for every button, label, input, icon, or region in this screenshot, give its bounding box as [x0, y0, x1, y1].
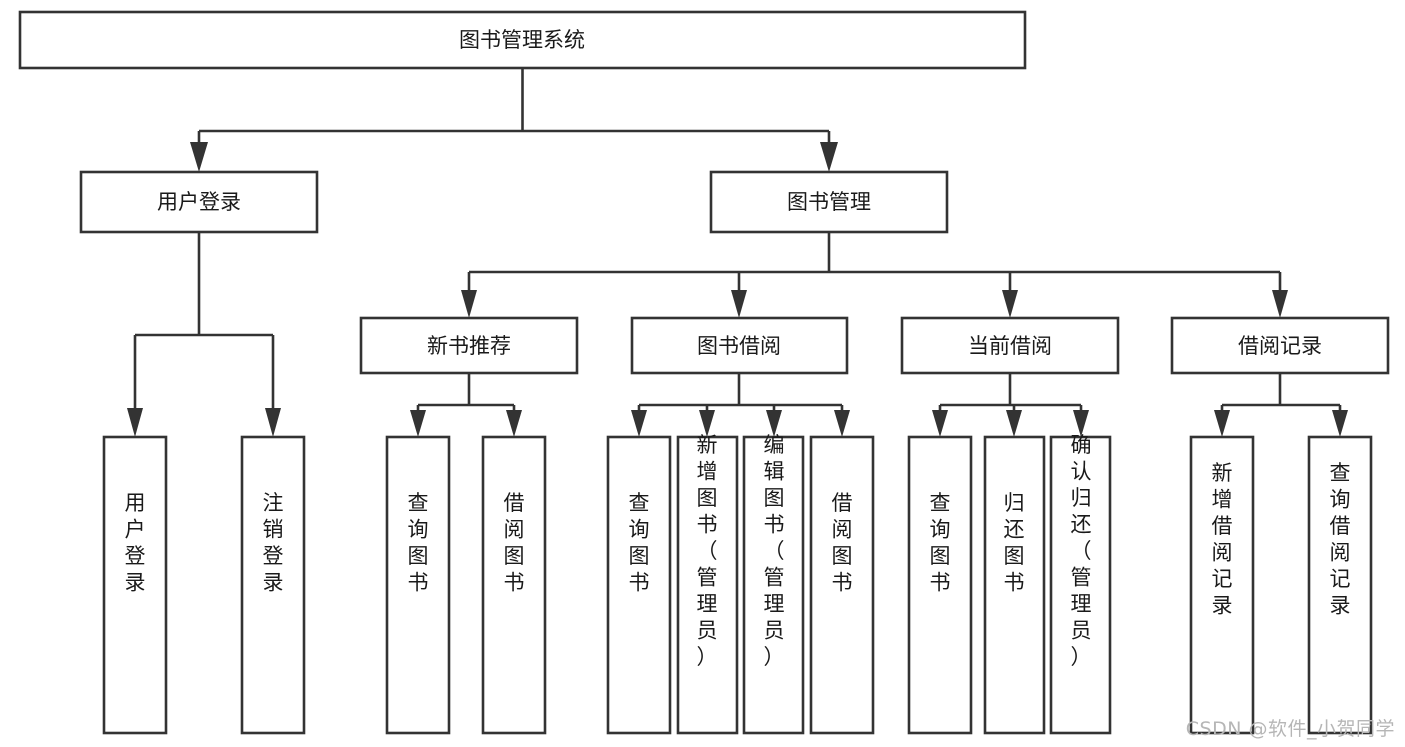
node-user-login[interactable]: 用户登录	[79, 170, 319, 234]
connector-group-book-borrow	[631, 373, 850, 437]
node-leaf-cb-return-book-label: 归还图书	[1004, 491, 1025, 595]
arrow-head-leaf-logout	[265, 408, 281, 437]
node-book-management-label: 图书管理	[787, 190, 871, 214]
node-leaf-bb-add-book-label: 新增图书（管理员）	[697, 433, 718, 669]
arrow-head-borrow-record	[1272, 290, 1288, 318]
node-leaf-cb-confirm-return-label: 确认归还（管理员）	[1071, 433, 1092, 669]
arrow-head-br-query-record	[1332, 410, 1348, 437]
connector-group-new-book-rec	[410, 373, 522, 437]
node-leaf-bb-borrow-book-label: 借阅图书	[832, 491, 853, 595]
connector-group-current-borrow	[932, 373, 1089, 437]
node-leaf-bb-query-book[interactable]: 查询图书	[606, 435, 672, 735]
arrow-head-cb-return-book	[1006, 410, 1022, 437]
node-leaf-cb-confirm-return-box	[1049, 435, 1112, 735]
node-leaf-user-login[interactable]: 用户登录	[102, 435, 168, 735]
node-leaf-logout-box	[240, 435, 306, 735]
connector-group-root	[190, 68, 838, 172]
node-leaf-bb-query-book-box	[606, 435, 672, 735]
node-leaf-nbr-query-book-label: 查询图书	[408, 491, 429, 595]
node-leaf-cb-query-book-label: 查询图书	[930, 491, 951, 595]
connector-group-user-login	[127, 232, 281, 437]
node-user-login-box	[79, 170, 319, 234]
node-leaf-bb-edit-book-box	[742, 435, 805, 735]
node-leaf-nbr-query-book-box	[385, 435, 451, 735]
node-leaf-user-login-box	[102, 435, 168, 735]
node-current-borrow-label: 当前借阅	[968, 334, 1052, 358]
node-leaf-br-add-record-label: 新增借阅记录	[1212, 461, 1233, 618]
node-leaf-bb-edit-book[interactable]: 编辑图书（管理员）	[742, 433, 805, 735]
arrow-head-nbr-borrow-book	[506, 410, 522, 437]
node-borrow-record[interactable]: 借阅记录	[1170, 316, 1390, 375]
node-leaf-bb-edit-book-label: 编辑图书（管理员）	[764, 433, 785, 669]
node-leaf-logout[interactable]: 注销登录	[240, 435, 306, 735]
arrow-head-book-mgmt	[820, 142, 838, 172]
node-current-borrow[interactable]: 当前借阅	[900, 316, 1120, 375]
node-leaf-cb-return-book[interactable]: 归还图书	[983, 435, 1046, 735]
arrow-head-bb-query-book	[631, 410, 647, 437]
arrow-head-user-login	[190, 142, 208, 172]
node-leaf-logout-label: 注销登录	[263, 491, 284, 595]
node-leaf-bb-add-book[interactable]: 新增图书（管理员）	[676, 433, 739, 735]
connector-group-borrow-record	[1214, 373, 1348, 437]
arrow-head-br-add-record	[1214, 410, 1230, 437]
node-leaf-nbr-borrow-book-label: 借阅图书	[504, 491, 525, 595]
node-root-label: 图书管理系统	[459, 28, 585, 52]
node-book-management[interactable]: 图书管理	[709, 170, 949, 234]
node-book-management-box	[709, 170, 949, 234]
node-leaf-cb-confirm-return[interactable]: 确认归还（管理员）	[1049, 433, 1112, 735]
arrow-head-cb-query-book	[932, 410, 948, 437]
node-leaf-bb-borrow-book[interactable]: 借阅图书	[809, 435, 875, 735]
node-borrow-record-box	[1170, 316, 1390, 375]
node-borrow-record-label: 借阅记录	[1238, 334, 1322, 358]
node-user-login-label: 用户登录	[157, 190, 241, 214]
node-leaf-nbr-query-book[interactable]: 查询图书	[385, 435, 451, 735]
node-root-system[interactable]: 图书管理系统	[18, 10, 1027, 70]
node-new-book-recommend[interactable]: 新书推荐	[359, 316, 579, 375]
node-book-borrow[interactable]: 图书借阅	[630, 316, 849, 375]
arrow-head-nbr-query-book	[410, 410, 426, 437]
arrow-head-bb-add-book	[699, 410, 715, 437]
node-leaf-bb-borrow-book-box	[809, 435, 875, 735]
node-leaf-bb-query-book-label: 查询图书	[629, 491, 650, 595]
node-leaf-br-add-record[interactable]: 新增借阅记录	[1189, 435, 1255, 735]
node-leaf-br-add-record-box	[1189, 435, 1255, 735]
node-leaf-bb-add-book-box	[676, 435, 739, 735]
node-leaf-nbr-borrow-book[interactable]: 借阅图书	[481, 435, 547, 735]
arrow-head-current-borrow	[1002, 290, 1018, 318]
node-leaf-cb-query-book-box	[907, 435, 973, 735]
node-leaf-nbr-borrow-book-box	[481, 435, 547, 735]
node-leaf-cb-return-book-box	[983, 435, 1046, 735]
arrow-head-new-book-rec	[461, 290, 477, 318]
connector-group-book-mgmt	[461, 232, 1288, 318]
node-current-borrow-box	[900, 316, 1120, 375]
node-book-borrow-box	[630, 316, 849, 375]
csdn-watermark: CSDN @软件_小贺同学	[1185, 718, 1395, 740]
node-root-box	[18, 10, 1027, 70]
node-book-borrow-label: 图书借阅	[697, 334, 781, 358]
node-new-book-recommend-label: 新书推荐	[427, 334, 511, 358]
arrow-head-bb-borrow-book	[834, 410, 850, 437]
arrow-head-bb-edit-book	[766, 410, 782, 437]
node-new-book-recommend-box	[359, 316, 579, 375]
arrow-head-leaf-user-login	[127, 408, 143, 437]
node-leaf-cb-query-book[interactable]: 查询图书	[907, 435, 973, 735]
arrow-head-book-borrow	[731, 290, 747, 318]
node-leaf-br-query-record-label: 查询借阅记录	[1330, 461, 1351, 618]
arrow-head-cb-confirm-return	[1073, 410, 1089, 437]
node-leaf-br-query-record-box	[1307, 435, 1373, 735]
node-leaf-br-query-record[interactable]: 查询借阅记录	[1307, 435, 1373, 735]
node-leaf-user-login-label: 用户登录	[125, 491, 146, 595]
